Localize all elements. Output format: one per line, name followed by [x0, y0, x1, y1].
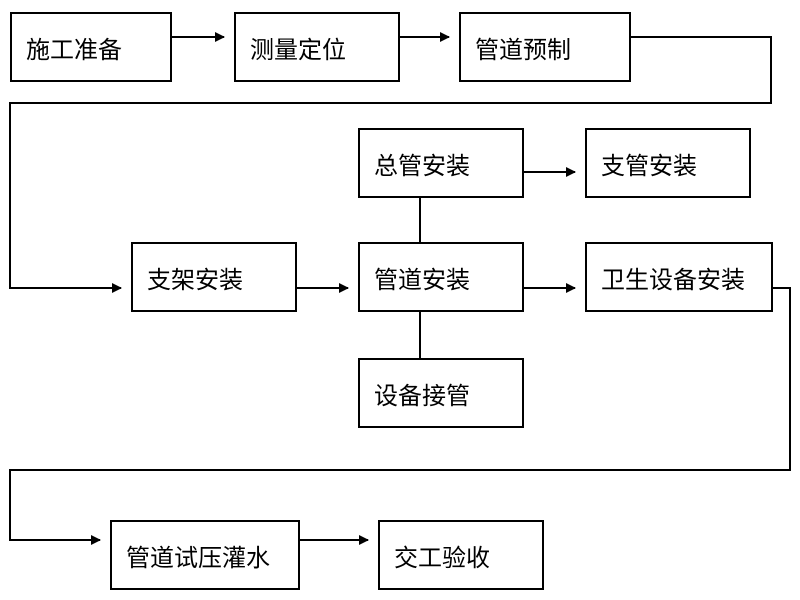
step-label: 设备接管 — [374, 381, 470, 410]
step-equipment-connection: 设备接管 — [358, 358, 524, 428]
step-label: 卫生设备安装 — [601, 265, 745, 294]
step-label: 施工准备 — [26, 35, 122, 64]
step-handover-acceptance: 交工验收 — [378, 520, 544, 590]
step-label: 总管安装 — [374, 151, 470, 180]
arrow-sanitary-to-test — [9, 287, 791, 545]
step-label: 支管安装 — [601, 151, 697, 180]
step-label: 管道试压灌水 — [126, 543, 270, 572]
step-label: 管道安装 — [374, 265, 470, 294]
step-label: 支架安装 — [147, 265, 243, 294]
step-label: 管道预制 — [475, 35, 571, 64]
step-survey-positioning: 测量定位 — [234, 12, 400, 82]
step-bracket-install: 支架安装 — [131, 242, 297, 312]
step-pipe-install: 管道安装 — [358, 242, 524, 312]
step-construction-prep: 施工准备 — [10, 12, 172, 82]
step-main-pipe-install: 总管安装 — [358, 128, 524, 198]
step-pressure-test: 管道试压灌水 — [110, 520, 300, 590]
step-label: 交工验收 — [394, 543, 490, 572]
step-pipe-prefab: 管道预制 — [459, 12, 631, 82]
step-sanitary-equipment-install: 卫生设备安装 — [585, 242, 773, 312]
arrow-prefab-to-bracket — [9, 36, 772, 293]
step-label: 测量定位 — [250, 35, 346, 64]
step-branch-pipe-install: 支管安装 — [585, 128, 751, 198]
